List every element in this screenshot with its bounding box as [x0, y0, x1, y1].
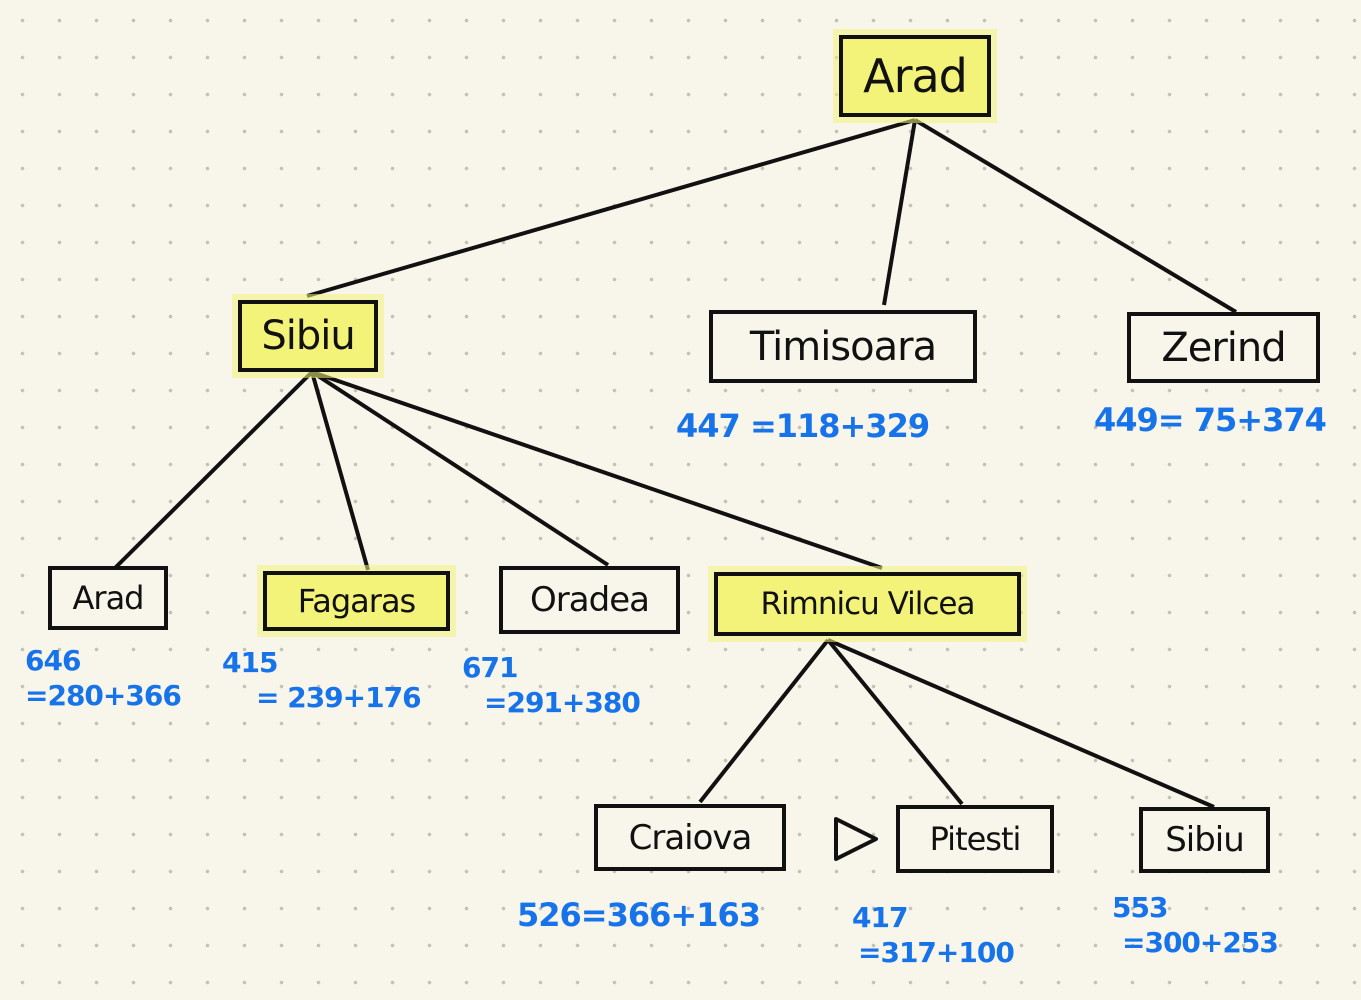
node-label: Oradea — [530, 580, 650, 620]
node-craiova: Craiova — [594, 804, 786, 871]
edge-arad-zerind — [913, 118, 1238, 314]
node-label: Arad — [863, 49, 968, 103]
edge-rimnicu-craiova — [698, 638, 830, 804]
node-label: Pitesti — [929, 820, 1022, 858]
node-zerind: Zerind — [1127, 312, 1320, 383]
cost-fagaras: 415 = 239+176 — [222, 645, 422, 715]
cost-f: 417 — [852, 901, 908, 934]
node-label: Sibiu — [261, 313, 355, 359]
edge-sibiu-oradea — [310, 370, 610, 567]
cost-arad-child: 646 =280+366 — [25, 643, 182, 713]
node-label: Rimnicu Vilcea — [760, 586, 975, 622]
cost-f: 646 — [25, 644, 81, 677]
node-arad-root: Arad — [839, 35, 991, 117]
cost-f: 415 — [222, 646, 278, 679]
cost-timisoara: 447 =118+329 — [676, 407, 930, 445]
cost-f: 553 — [1112, 891, 1168, 924]
node-label: Fagaras — [297, 582, 416, 620]
node-timisoara: Timisoara — [709, 310, 977, 383]
node-label: Timisoara — [749, 323, 937, 370]
cost-zerind: 449= 75+374 — [1094, 401, 1327, 439]
node-arad-child: Arad — [48, 566, 168, 630]
cost-sum: =317+100 — [858, 936, 1015, 969]
edge-sibiu-fagaras — [310, 371, 370, 571]
cost-pitesti: 417 =317+100 — [852, 900, 1015, 970]
cost-sibiu-child: 553 =300+253 — [1112, 890, 1279, 960]
node-label: Arad — [72, 579, 145, 617]
node-label: Zerind — [1161, 324, 1286, 371]
cost-craiova: 526=366+163 — [517, 896, 761, 934]
cost-sum: =291+380 — [484, 686, 641, 719]
edge-rimnicu-pitesti — [826, 638, 964, 806]
node-oradea: Oradea — [499, 566, 680, 634]
edge-sibiu-arad — [111, 370, 314, 572]
cost-sum: =300+253 — [1122, 926, 1279, 959]
node-label: Sibiu — [1165, 820, 1245, 860]
node-label: Craiova — [628, 817, 753, 858]
node-fagaras: Fagaras — [263, 571, 450, 631]
edge-sibiu-rimnicu — [311, 370, 883, 570]
cost-sum: =280+366 — [25, 679, 182, 712]
play-triangle-icon — [834, 817, 878, 861]
cost-oradea: 671 =291+380 — [462, 650, 641, 720]
cost-f: 671 — [462, 651, 518, 684]
edge-arad-sibiu — [306, 118, 916, 298]
node-rimnicu-vilcea: Rimnicu Vilcea — [714, 572, 1021, 636]
edge-arad-timisoara — [882, 119, 917, 306]
edge-rimnicu-sibiu — [827, 638, 1215, 809]
node-sibiu-child: Sibiu — [1139, 807, 1270, 873]
cost-sum: = 239+176 — [256, 681, 422, 714]
node-pitesti: Pitesti — [896, 805, 1054, 873]
node-sibiu: Sibiu — [238, 300, 378, 372]
